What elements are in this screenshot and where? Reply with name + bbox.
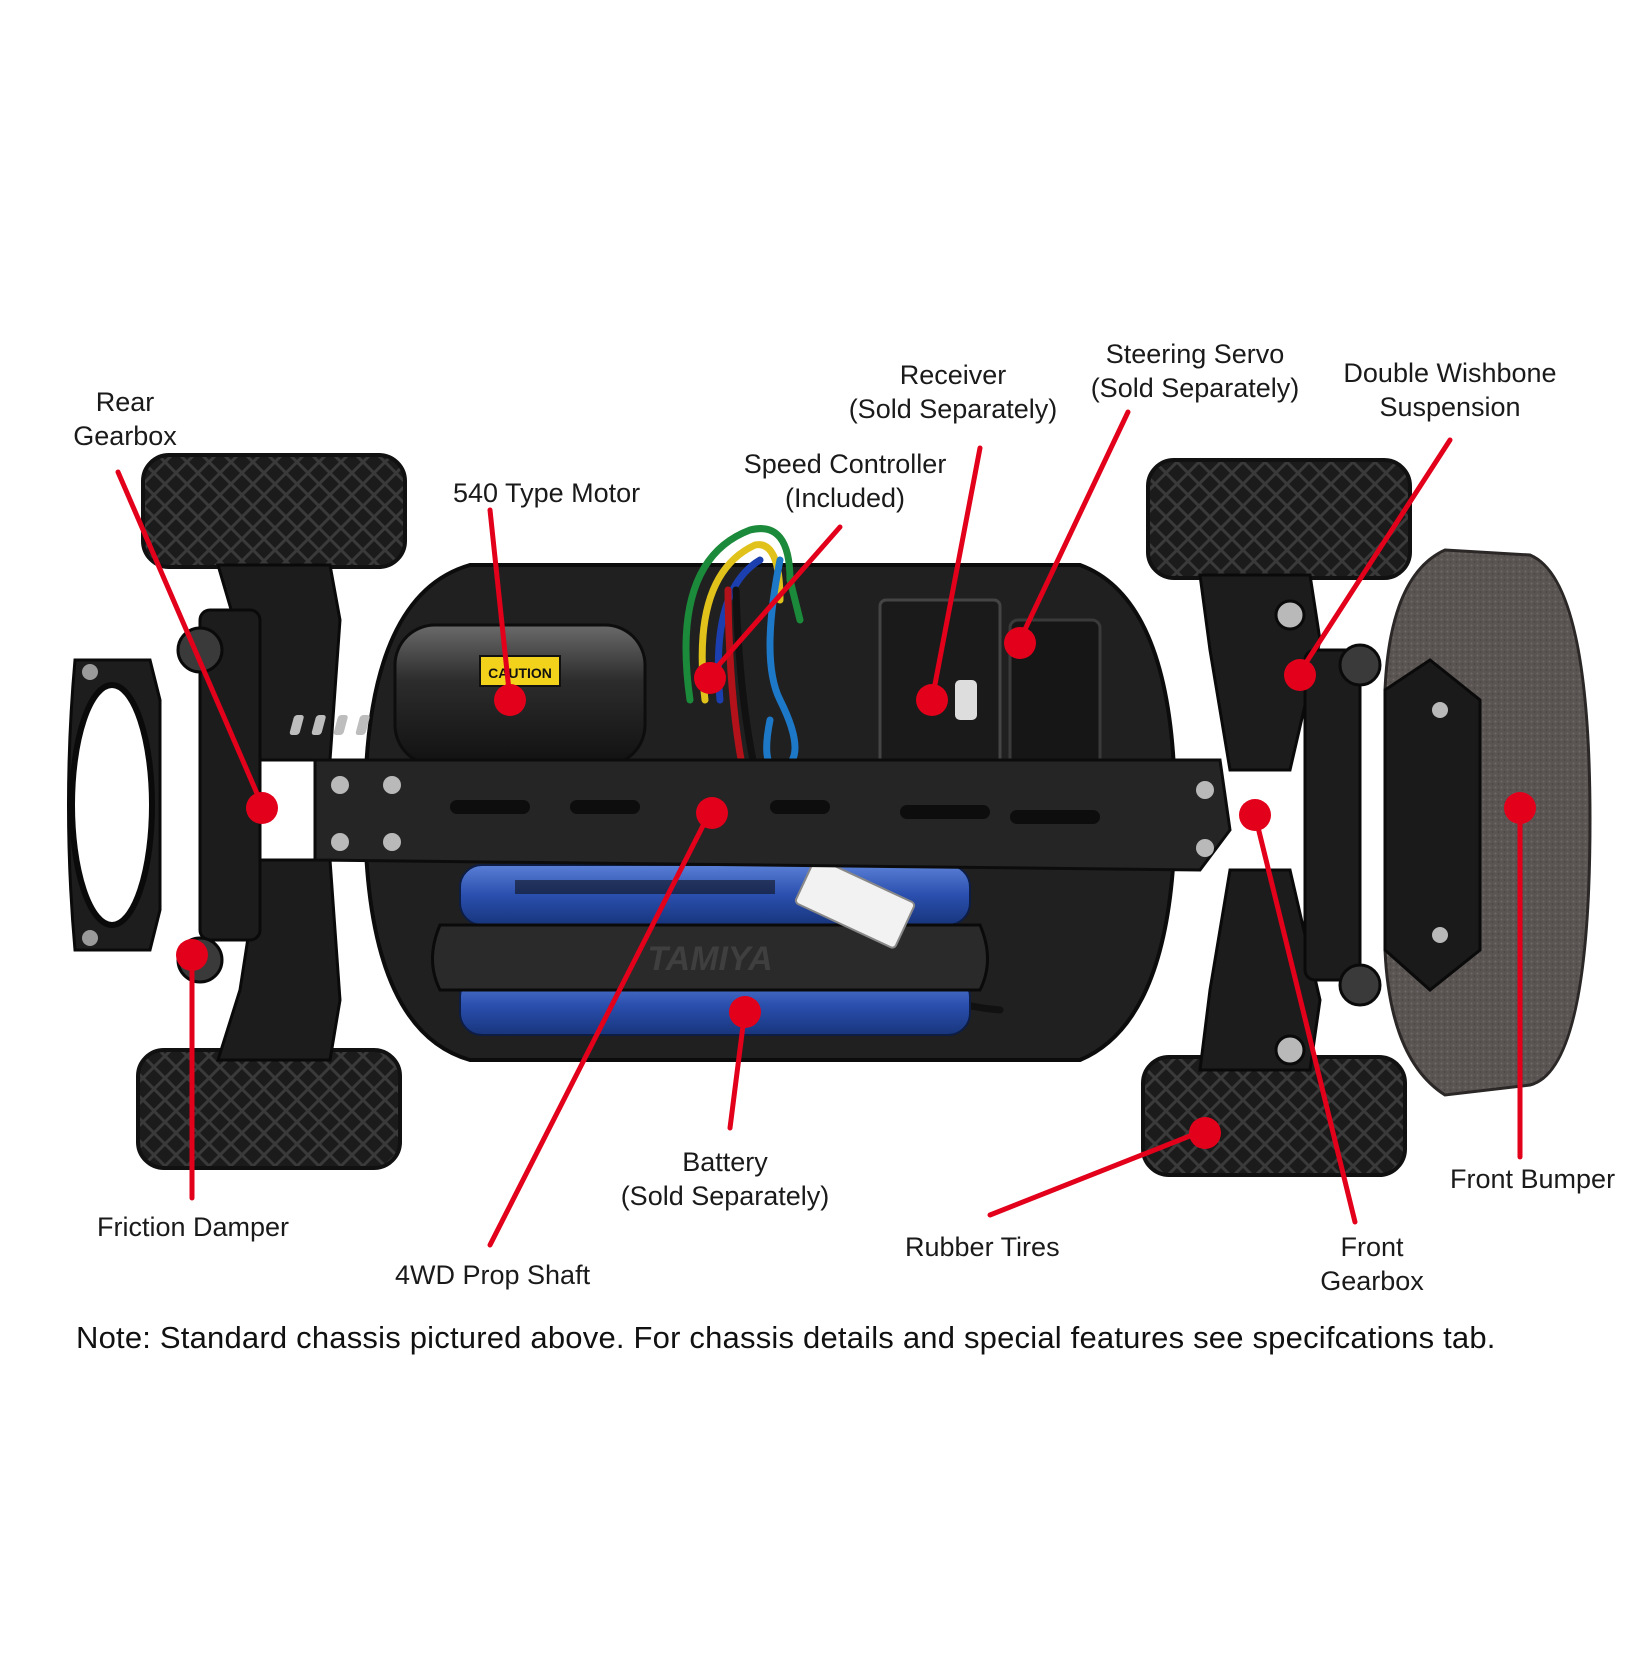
callout-text: (Sold Separately) bbox=[1090, 373, 1300, 403]
front-bumper bbox=[1383, 548, 1592, 1097]
battery-marker bbox=[729, 996, 761, 1028]
callout-text: Front bbox=[1340, 1232, 1404, 1262]
front-suspension bbox=[1198, 573, 1382, 1072]
callout-motor: 540 Type Motor bbox=[453, 476, 640, 510]
callout-double-wishbone: Double Wishbone Suspension bbox=[1335, 356, 1565, 424]
rubber-tires-marker bbox=[1189, 1117, 1221, 1149]
callout-prop-shaft: 4WD Prop Shaft bbox=[395, 1258, 590, 1292]
battery-strap: TAMIYA bbox=[431, 857, 989, 992]
callout-text: Suspension bbox=[1379, 392, 1521, 422]
callout-text: 540 Type Motor bbox=[453, 478, 641, 508]
tamiya-plate-text: TAMIYA bbox=[647, 940, 772, 978]
friction-damper-marker bbox=[176, 939, 208, 971]
upper-deck bbox=[313, 758, 1232, 872]
front-right-tire bbox=[1141, 1055, 1407, 1177]
callout-text: Battery bbox=[682, 1147, 768, 1177]
double-wishbone-marker bbox=[1284, 659, 1316, 691]
callout-text: Friction Damper bbox=[97, 1212, 290, 1242]
callout-rubber-tires: Rubber Tires bbox=[905, 1230, 1060, 1264]
callout-text: Gearbox bbox=[73, 421, 177, 451]
speed-controller-marker bbox=[694, 662, 726, 694]
callout-text: (Sold Separately) bbox=[848, 394, 1058, 424]
callout-text: Speed Controller bbox=[743, 449, 947, 479]
callout-text: Rubber Tires bbox=[905, 1232, 1060, 1262]
callout-text: Double Wishbone bbox=[1343, 358, 1557, 388]
callout-text: 4WD Prop Shaft bbox=[395, 1260, 591, 1290]
callout-speed-controller: Speed Controller (Included) bbox=[735, 447, 955, 515]
rear-left-tire bbox=[141, 453, 407, 569]
front-bumper-marker bbox=[1504, 792, 1536, 824]
callout-steering-servo: Steering Servo (Sold Separately) bbox=[1085, 337, 1305, 405]
callout-front-bumper: Front Bumper bbox=[1450, 1162, 1615, 1196]
receiver bbox=[878, 598, 1002, 772]
callout-receiver: Receiver (Sold Separately) bbox=[843, 358, 1063, 426]
caution-label: CAUTION bbox=[488, 665, 552, 681]
rear-bumper-plate bbox=[67, 658, 162, 952]
callout-rear-gearbox: Rear Gearbox bbox=[70, 385, 180, 453]
motor-marker bbox=[494, 684, 526, 716]
callout-text: Receiver bbox=[899, 360, 1007, 390]
callout-friction-damper: Friction Damper bbox=[97, 1210, 289, 1244]
callout-lines bbox=[115, 409, 1523, 1248]
motor: CAUTION bbox=[289, 623, 647, 767]
callout-text: Steering Servo bbox=[1105, 339, 1285, 369]
callout-text: (Included) bbox=[784, 483, 906, 513]
callout-text: (Sold Separately) bbox=[620, 1181, 830, 1211]
steering-servo-marker bbox=[1004, 627, 1036, 659]
rear-right-tire bbox=[136, 1048, 402, 1170]
callout-front-gearbox: Front Gearbox bbox=[1312, 1230, 1432, 1298]
footnote: Note: Standard chassis pictured above. F… bbox=[76, 1320, 1496, 1355]
callout-text: Gearbox bbox=[1320, 1266, 1424, 1296]
callout-text: Rear bbox=[95, 387, 155, 417]
callout-text: Front Bumper bbox=[1450, 1164, 1616, 1194]
callout-battery: Battery (Sold Separately) bbox=[615, 1145, 835, 1213]
receiver-marker bbox=[916, 684, 948, 716]
callout-dots bbox=[176, 627, 1536, 1149]
front-gearbox-marker bbox=[1239, 799, 1271, 831]
prop-shaft-marker bbox=[696, 797, 728, 829]
rear-gearbox-marker bbox=[246, 792, 278, 824]
